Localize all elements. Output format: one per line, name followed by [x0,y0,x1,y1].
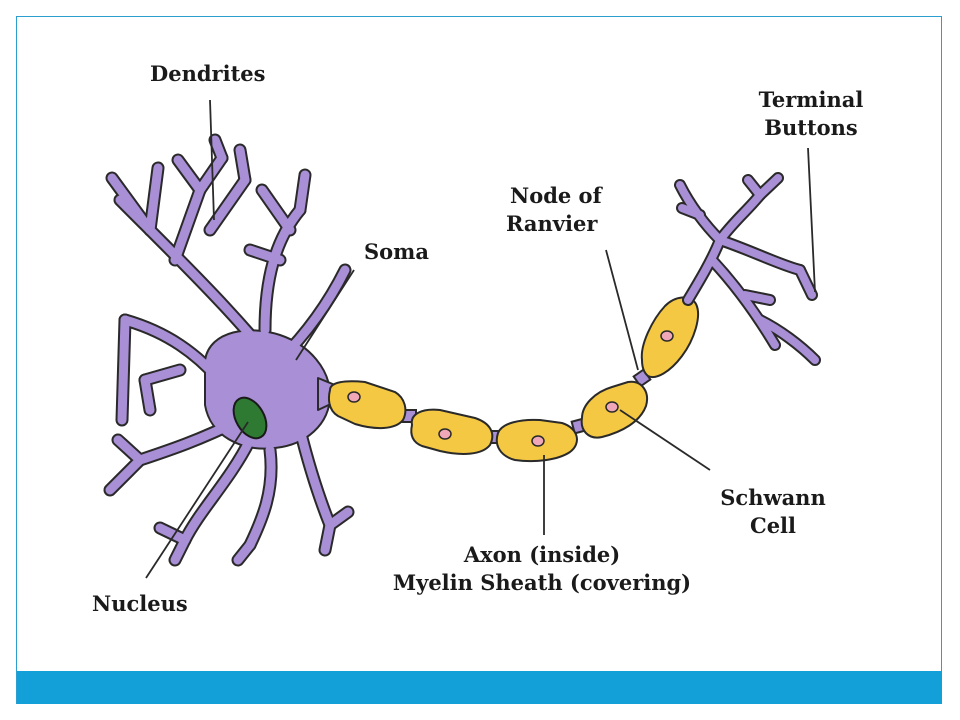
myelin-segment [410,408,494,455]
label-dendrites: Dendrites [150,61,266,86]
leader-node [605,249,639,371]
leader-lines [145,99,816,579]
label-axon-line2: Myelin Sheath (covering) [392,570,692,595]
leader-soma [295,269,355,361]
leader-terminal [807,147,816,293]
schwann-nuclei [347,330,674,447]
label-node-line1: Node of [510,183,602,208]
label-axon-line1: Axon (inside) [463,542,621,567]
label-node-of-ranvier: Node of Ranvier [506,182,602,238]
label-schwann-cell: Schwann Cell [708,484,838,540]
leader-schwann [619,409,711,471]
bottom-accent-bar [17,671,942,704]
label-schwann-line2: Cell [749,513,797,538]
dendrite-tree [103,133,355,567]
label-axon-myelin: Axon (inside) Myelin Sheath (covering) [372,541,712,597]
axon-terminals [674,172,821,366]
slide-frame [16,16,942,704]
leader-dendrites [209,99,215,221]
myelin-segment [328,380,407,430]
nucleus-organelle [232,396,268,440]
label-node-line2: Ranvier [506,211,598,236]
label-terminal-line2: Buttons [764,115,858,140]
label-terminal-line1: Terminal [758,87,864,112]
label-terminal-buttons: Terminal Buttons [748,86,874,142]
label-schwann-line1: Schwann [720,485,826,510]
label-nucleus: Nucleus [92,591,188,616]
label-soma: Soma [364,239,429,264]
leader-nucleus [145,421,249,579]
